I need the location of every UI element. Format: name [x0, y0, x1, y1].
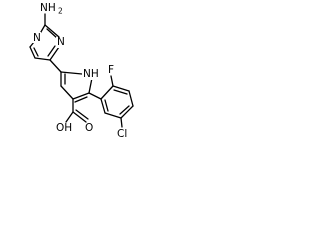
bond-c-o-double-1	[72, 111, 87, 123]
bond-c4-n3-double	[47, 45, 56, 57]
bond-pyrrole-n1-c2	[88, 77, 93, 94]
bond-c-oh	[65, 111, 74, 123]
bond-c4-n3	[49, 46, 60, 61]
bond-c4-pyrrole-c5	[49, 59, 62, 73]
bond-ph-c2-c3	[112, 85, 130, 92]
molecule-structure: NH 2 N N NH F Cl OH O	[29, 2, 134, 140]
atom-labels: NH 2 N N NH F Cl OH O	[32, 2, 127, 140]
bond-pyrrole-c3-c4	[60, 85, 74, 100]
atom-label-fluorine: F	[108, 64, 114, 76]
bond-ph-c4-c5-double	[119, 105, 130, 115]
bond-pyrrole-c2-c3	[72, 92, 90, 100]
bond-ph-c2-c3-double	[113, 89, 128, 95]
bond-ph-c1-c2	[100, 85, 114, 100]
atom-label-chlorine: Cl	[117, 128, 127, 140]
bond-c-o-double-2	[75, 109, 89, 120]
bond-c-cl	[120, 117, 123, 128]
bond-ph-c4-c5	[120, 105, 134, 119]
bonds	[29, 13, 134, 128]
bond-pyrrole-c2-c3-double	[74, 96, 88, 103]
atom-label-pyrimidine-n-top: N	[33, 32, 41, 44]
bond-ph-c6-c1	[100, 98, 106, 114]
bond-c2-n3-double	[46, 28, 58, 39]
bond-c5-c4	[34, 57, 51, 61]
bond-ph-c5-c6	[104, 112, 122, 119]
bond-c6-c5	[29, 46, 36, 59]
bond-c2-phenyl	[88, 92, 102, 100]
atom-label-hydroxyl: OH	[56, 122, 72, 134]
bond-ph-c3-c4	[128, 90, 134, 107]
atom-label-pyrrole-nh: NH	[83, 68, 99, 80]
bond-c2-n3	[44, 24, 60, 38]
bond-c-f	[110, 75, 114, 87]
atom-label-amine: NH	[40, 2, 56, 14]
atom-label-amine-subscript: 2	[58, 7, 63, 16]
atom-label-carbonyl-o: O	[85, 122, 93, 134]
bond-ph-c6-c1-double	[104, 99, 109, 112]
atom-label-pyrimidine-n-bottom: N	[57, 36, 65, 48]
bond-c6-c5-double	[33, 47, 39, 57]
bond-pyrrole-c5-n1	[60, 71, 83, 75]
